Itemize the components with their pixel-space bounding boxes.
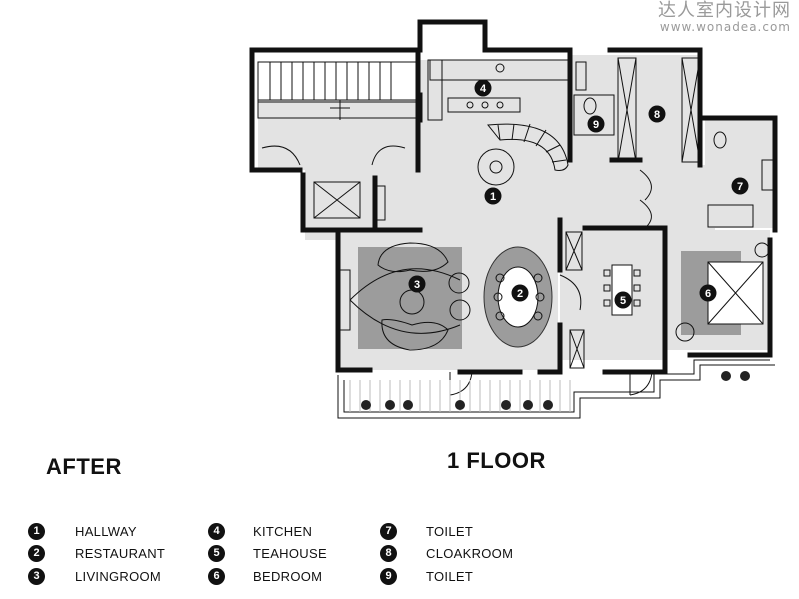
legend-item-7: 7 TOILET (380, 522, 473, 540)
svg-text:4: 4 (480, 83, 487, 95)
legend-label: TOILET (426, 523, 474, 539)
plan-details (257, 57, 775, 419)
legend-label: HALLWAY (75, 523, 137, 539)
legend-number: 1 (28, 522, 45, 540)
room-marker-5: 5 (614, 291, 632, 309)
room-markers: 1 2 3 4 5 6 7 8 9 (408, 79, 749, 309)
svg-text:8: 8 (654, 109, 660, 121)
legend-item-4: 4 KITCHEN (208, 522, 312, 540)
legend-item-9: 9 TOILET (380, 567, 473, 585)
floor-title: 1 FLOOR (447, 448, 546, 473)
room-marker-4: 4 (474, 79, 492, 97)
legend-label: BEDROOM (253, 568, 323, 584)
svg-text:9: 9 (593, 119, 599, 131)
legend-label: TEAHOUSE (253, 545, 327, 561)
room-marker-3: 3 (408, 275, 426, 293)
svg-text:1: 1 (490, 191, 496, 203)
floor-plan: 1 2 3 4 5 6 7 8 9 (249, 19, 778, 419)
legend-number: 8 (380, 544, 397, 562)
watermark-text: 达人室内设计网 (658, 0, 791, 21)
walls (249, 19, 778, 375)
svg-text:3: 3 (414, 279, 420, 291)
legend-label: TOILET (426, 568, 474, 584)
legend-item-5: 5 TEAHOUSE (208, 544, 327, 562)
svg-text:7: 7 (737, 181, 743, 193)
legend-item-2: 2 RESTAURANT (28, 544, 165, 562)
legend-label: KITCHEN (253, 523, 313, 539)
legend-item-8: 8 CLOAKROOM (380, 544, 513, 562)
room-marker-8: 8 (648, 105, 666, 123)
legend-label: RESTAURANT (75, 545, 166, 561)
room-legend: 1 HALLWAY 2 RESTAURANT 3 LIVINGROOM 4 KI… (28, 520, 548, 592)
watermark-url: www.wonadea.com (659, 19, 791, 34)
room-marker-2: 2 (511, 284, 529, 302)
svg-text:5: 5 (620, 295, 626, 307)
legend-item-3: 3 LIVINGROOM (28, 567, 161, 585)
room-marker-6: 6 (699, 284, 717, 302)
legend-label: CLOAKROOM (426, 545, 514, 561)
svg-text:6: 6 (705, 288, 711, 300)
legend-number: 5 (208, 544, 225, 562)
legend-item-6: 6 BEDROOM (208, 567, 322, 585)
legend-number: 6 (208, 567, 225, 585)
svg-text:2: 2 (517, 288, 523, 300)
room-marker-1: 1 (484, 187, 502, 205)
legend-number: 9 (380, 567, 397, 585)
after-label: AFTER (46, 454, 122, 479)
legend-number: 4 (208, 522, 225, 540)
living-rug (358, 247, 462, 349)
legend-number: 3 (28, 567, 45, 585)
room-marker-7: 7 (731, 177, 749, 195)
legend-number: 7 (380, 522, 397, 540)
watermark: 达人室内设计网 www.wonadea.com (658, 0, 791, 34)
legend-item-1: 1 HALLWAY (28, 522, 137, 540)
legend-number: 2 (28, 544, 45, 562)
legend-label: LIVINGROOM (75, 568, 162, 584)
balcony-plants (361, 371, 750, 410)
room-marker-9: 9 (587, 115, 605, 133)
